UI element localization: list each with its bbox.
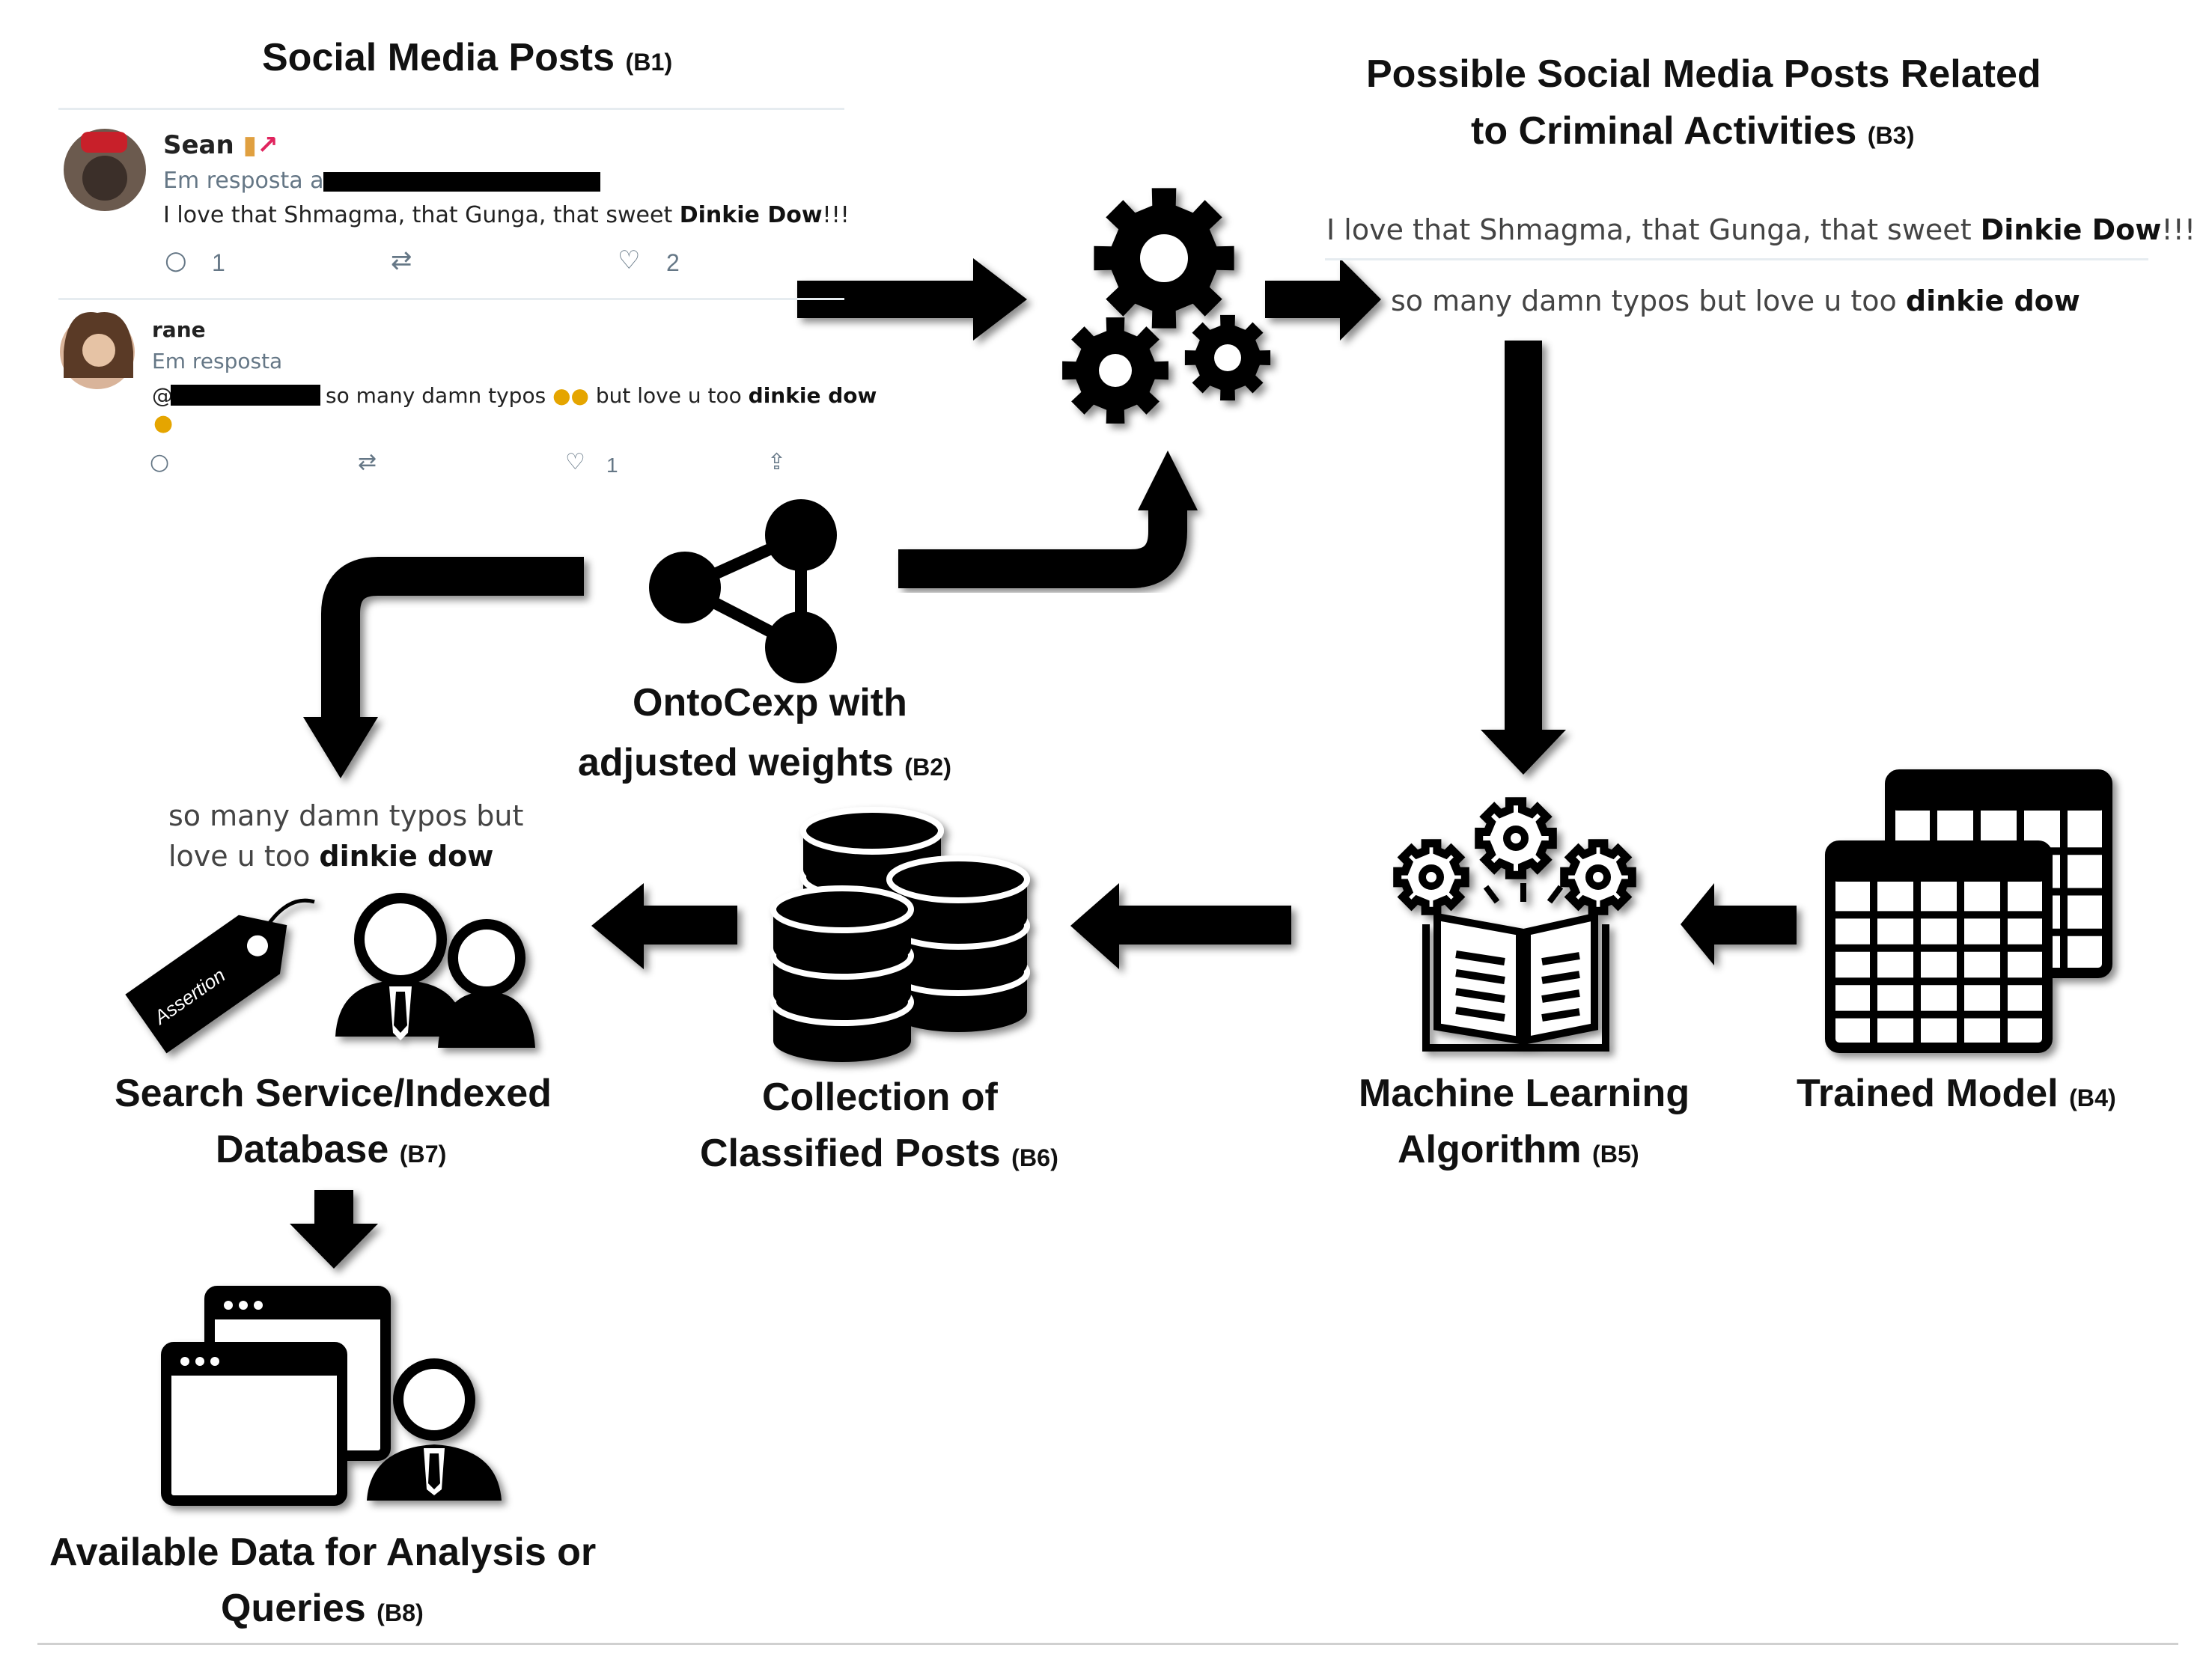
tweet-avatar-rane <box>60 312 135 389</box>
arrow-b1-to-processing <box>797 258 1027 341</box>
grimace-emoji-icon: ●● <box>552 383 589 408</box>
arrow-processing-to-b3 <box>1265 258 1381 341</box>
arrow-b5-to-b6 <box>1070 883 1291 969</box>
tweet-1-user: Sean ▮↗ <box>163 130 278 160</box>
tweet-divider-top <box>58 108 844 110</box>
tweet-1-text: I love that Shmagma, that Gunga, that sw… <box>163 202 850 228</box>
title-b2-line2: adjusted weights (B2) <box>578 741 951 784</box>
reply-icon[interactable]: ○ <box>165 245 187 275</box>
retweet-icon[interactable]: ⇄ <box>391 245 412 275</box>
analyst-user-icon <box>367 1358 502 1501</box>
title-b5-line1: Machine Learning <box>1359 1072 1690 1115</box>
db-back-disk-top <box>800 807 944 855</box>
title-b7-line1: Search Service/Indexed <box>115 1072 552 1115</box>
bottom-divider <box>37 1643 2178 1645</box>
title-b2-line1: OntoCexp with <box>633 681 907 724</box>
like-icon[interactable]: ♡ <box>565 449 585 475</box>
b3-post-1: I love that Shmagma, that Gunga, that sw… <box>1326 213 2196 246</box>
b3-divider <box>1325 258 2148 260</box>
title-b3-line2: to Criminal Activities (B3) <box>1471 109 1915 153</box>
db-front-disk-top <box>770 885 914 933</box>
title-b6-line2: Classified Posts (B6) <box>700 1132 1058 1175</box>
arrow-b4-to-b5 <box>1681 883 1797 965</box>
ontology-graph-icon <box>649 499 837 683</box>
table-grid-icon <box>1825 769 2112 1053</box>
table-back-header <box>1890 775 2107 811</box>
tweet-1-reply-label: Em resposta a <box>163 168 324 194</box>
gears-icon <box>1062 188 1271 424</box>
reply-icon[interactable]: ○ <box>150 449 170 475</box>
tweet-divider <box>58 298 844 300</box>
like-icon[interactable]: ♡ <box>618 245 641 275</box>
tweet-2-user: rane <box>152 317 206 342</box>
title-b4: Trained Model (B4) <box>1797 1072 2116 1115</box>
retweet-icon[interactable]: ⇄ <box>358 449 377 475</box>
arrow-b6-to-b7 <box>591 883 737 969</box>
machine-learning-book-icon <box>1393 797 1636 1052</box>
tweet-1-reply-count: 1 <box>212 249 225 276</box>
database-icon <box>770 807 1030 1062</box>
chart-emoji-icon: ↗ <box>257 130 278 160</box>
share-icon[interactable]: ⇪ <box>767 449 787 475</box>
b7-post-line1: so many damn typos but <box>168 799 524 832</box>
price-tag-icon: Assertion <box>125 898 315 1054</box>
arrow-ontology-to-b7 <box>303 557 584 778</box>
tweet-1-like-count: 2 <box>666 249 680 276</box>
tweet-2-mention: @ <box>152 383 173 408</box>
title-b7-line2: Database (B7) <box>216 1128 447 1171</box>
redacted-mention <box>171 385 320 406</box>
gear-small-left-hub <box>1099 354 1132 387</box>
b7-post-line2: love u too dinkie dow <box>168 840 494 873</box>
browser-windows-icon <box>161 1286 391 1506</box>
b3-post-2: so many damn typos but love u too dinkie… <box>1391 284 2080 317</box>
arrow-b3-to-b5 <box>1481 341 1566 775</box>
tweet-2-text: so many damn typos ●● but love u too din… <box>326 383 877 408</box>
table-front-header <box>1830 846 2047 882</box>
db-right-disk-top <box>886 855 1030 903</box>
emoji-icon: ▮ <box>243 130 258 160</box>
tweet-2-reply-label: Em resposta <box>152 349 283 373</box>
gear-large-hub <box>1140 234 1188 282</box>
title-b3-line1: Possible Social Media Posts Related <box>1366 52 2041 96</box>
title-b5-line2: Algorithm (B5) <box>1398 1128 1639 1171</box>
title-b1: Social Media Posts (B1) <box>262 36 673 79</box>
arrow-ontology-to-processing <box>898 451 1198 588</box>
redacted-handle <box>323 172 600 192</box>
arrow-b7-to-b8 <box>290 1190 378 1269</box>
gear-small-right-hub <box>1214 344 1241 371</box>
ml-gear-hub-2 <box>1503 826 1529 851</box>
title-b6-line1: Collection of <box>762 1075 998 1119</box>
tweet-2-like-count: 1 <box>606 454 618 477</box>
tweet-avatar-sean <box>64 129 146 211</box>
ml-gear-hub-1 <box>1419 864 1444 890</box>
title-b8-line1: Available Data for Analysis or <box>49 1531 597 1574</box>
title-b8-line2: Queries (B8) <box>221 1587 424 1630</box>
ml-gear-hub-3 <box>1585 864 1611 890</box>
users-icon <box>335 893 535 1048</box>
kiss-emoji-icon: ● <box>153 410 174 436</box>
